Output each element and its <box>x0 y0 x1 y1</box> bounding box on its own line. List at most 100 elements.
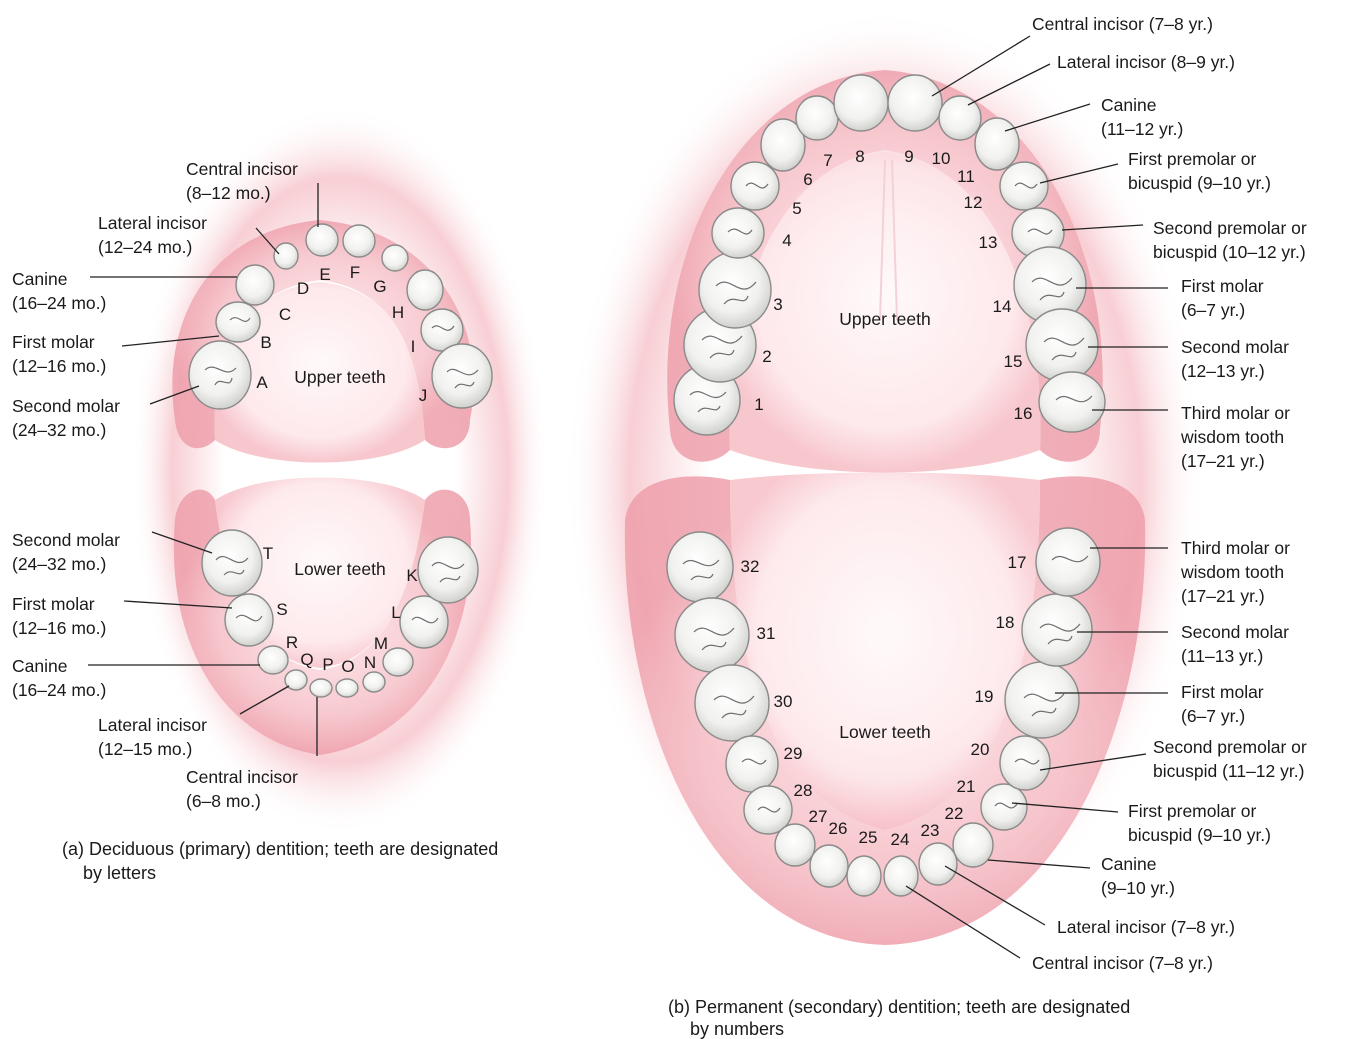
tooth-20 <box>1000 736 1050 790</box>
tooth-N <box>363 672 385 692</box>
tooth-letter-label: R <box>286 633 298 652</box>
panel-b-label: (11–12 yr.) <box>1101 119 1183 139</box>
panel-a-caption: by letters <box>83 863 156 883</box>
panel-a-label: Lateral incisor <box>98 715 207 735</box>
panel-b-label: First premolar or <box>1128 801 1257 821</box>
panel-b-label: (6–7 yr.) <box>1181 706 1245 726</box>
panel-a-label: Lateral incisor <box>98 213 207 233</box>
panel-a-label: (24–32 mo.) <box>12 554 106 574</box>
tooth-32 <box>667 532 733 602</box>
panel-a-label: (6–8 mo.) <box>186 791 261 811</box>
tooth-letter-label: F <box>350 263 360 282</box>
tooth-number-label: 10 <box>932 149 951 168</box>
tooth-B <box>216 302 260 342</box>
tooth-number-label: 17 <box>1008 553 1027 572</box>
tooth-number-label: 27 <box>809 807 828 826</box>
panel-b-label: Lateral incisor (7–8 yr.) <box>1057 917 1235 937</box>
tooth-number-label: 1 <box>754 395 763 414</box>
tooth-letter-label: C <box>279 305 291 324</box>
tooth-27 <box>775 824 815 866</box>
tooth-22 <box>953 823 993 867</box>
panel-a-label: (16–24 mo.) <box>12 680 106 700</box>
panel-b-label: bicuspid (11–12 yr.) <box>1153 761 1304 781</box>
tooth-P <box>310 679 332 697</box>
tooth-C <box>236 265 274 305</box>
tooth-number-label: 3 <box>773 295 782 314</box>
panel-b-label: (17–21 yr.) <box>1181 451 1265 471</box>
panel-b-label: (17–21 yr.) <box>1181 586 1265 606</box>
tooth-29 <box>726 736 778 792</box>
tooth-number-label: 8 <box>855 147 864 166</box>
tooth-letter-label: A <box>256 373 268 392</box>
tooth-17 <box>1036 528 1100 596</box>
tooth-8 <box>834 75 888 131</box>
tooth-25 <box>847 856 881 896</box>
tooth-letter-label: B <box>260 333 271 352</box>
tooth-number-label: 15 <box>1004 352 1023 371</box>
tooth-letter-label: I <box>411 337 416 356</box>
tooth-number-label: 30 <box>774 692 793 711</box>
panel-a-label: Second molar <box>12 530 120 550</box>
tooth-31 <box>675 598 749 672</box>
tooth-30 <box>695 665 769 741</box>
tooth-9 <box>888 75 942 131</box>
tooth-number-label: 6 <box>803 170 812 189</box>
tooth-A <box>189 341 251 409</box>
tooth-18 <box>1022 594 1092 666</box>
panel-b-mouth <box>565 10 1205 950</box>
tooth-21 <box>981 784 1027 830</box>
tooth-7 <box>796 96 838 140</box>
tooth-number-label: 22 <box>945 804 964 823</box>
panel-b-label: First molar <box>1181 682 1264 702</box>
tooth-number-label: 29 <box>784 744 803 763</box>
panel-b-upper-region-label: Upper teeth <box>839 309 930 329</box>
panel-b-label: wisdom tooth <box>1180 562 1284 582</box>
tooth-letter-label: P <box>322 655 333 674</box>
tooth-19 <box>1005 662 1079 738</box>
panel-b-caption: (b) Permanent (secondary) dentition; tee… <box>668 997 1130 1017</box>
tooth-letter-label: S <box>276 600 287 619</box>
panel-a-label: (12–24 mo.) <box>98 237 192 257</box>
panel-b-label: Third molar or <box>1181 403 1290 423</box>
tooth-H <box>407 270 443 310</box>
tooth-number-label: 12 <box>964 193 983 212</box>
panel-b-label: Second molar <box>1181 337 1289 357</box>
panel-b-label: (11–13 yr.) <box>1181 646 1263 666</box>
tooth-number-label: 31 <box>757 624 776 643</box>
panel-b-label: First premolar or <box>1128 149 1257 169</box>
panel-a-label: Second molar <box>12 396 120 416</box>
tooth-number-label: 4 <box>782 231 791 250</box>
tooth-letter-label: H <box>392 303 404 322</box>
tooth-E <box>306 224 338 256</box>
tooth-5 <box>731 162 779 210</box>
tooth-23 <box>919 843 957 885</box>
panel-b-label: bicuspid (10–12 yr.) <box>1153 242 1306 262</box>
panel-a-label: (24–32 mo.) <box>12 420 106 440</box>
tooth-number-label: 20 <box>971 740 990 759</box>
tooth-O <box>336 679 358 697</box>
tooth-number-label: 24 <box>891 830 910 849</box>
panel-b-label: Canine <box>1101 854 1156 874</box>
panel-a-label: (16–24 mo.) <box>12 293 106 313</box>
tooth-letter-label: O <box>341 657 354 676</box>
tooth-D <box>274 243 298 269</box>
panel-a-label: (12–16 mo.) <box>12 356 106 376</box>
tooth-J <box>432 344 492 408</box>
tooth-L <box>400 596 448 648</box>
panel-b-label: Central incisor (7–8 yr.) <box>1032 14 1213 34</box>
tooth-G <box>382 245 408 271</box>
panel-a-label: (12–16 mo.) <box>12 618 106 638</box>
tooth-number-label: 5 <box>792 199 801 218</box>
panel-a-label: (12–15 mo.) <box>98 739 192 759</box>
panel-b-label: bicuspid (9–10 yr.) <box>1128 825 1271 845</box>
tooth-number-label: 18 <box>996 613 1015 632</box>
tooth-letter-label: J <box>419 386 428 405</box>
tooth-number-label: 11 <box>957 167 975 186</box>
tooth-16 <box>1039 372 1105 432</box>
tooth-number-label: 7 <box>823 151 832 170</box>
tooth-number-label: 19 <box>975 687 994 706</box>
panel-b-label: (12–13 yr.) <box>1181 361 1265 381</box>
tooth-number-label: 13 <box>979 233 998 252</box>
tooth-number-label: 25 <box>859 828 878 847</box>
